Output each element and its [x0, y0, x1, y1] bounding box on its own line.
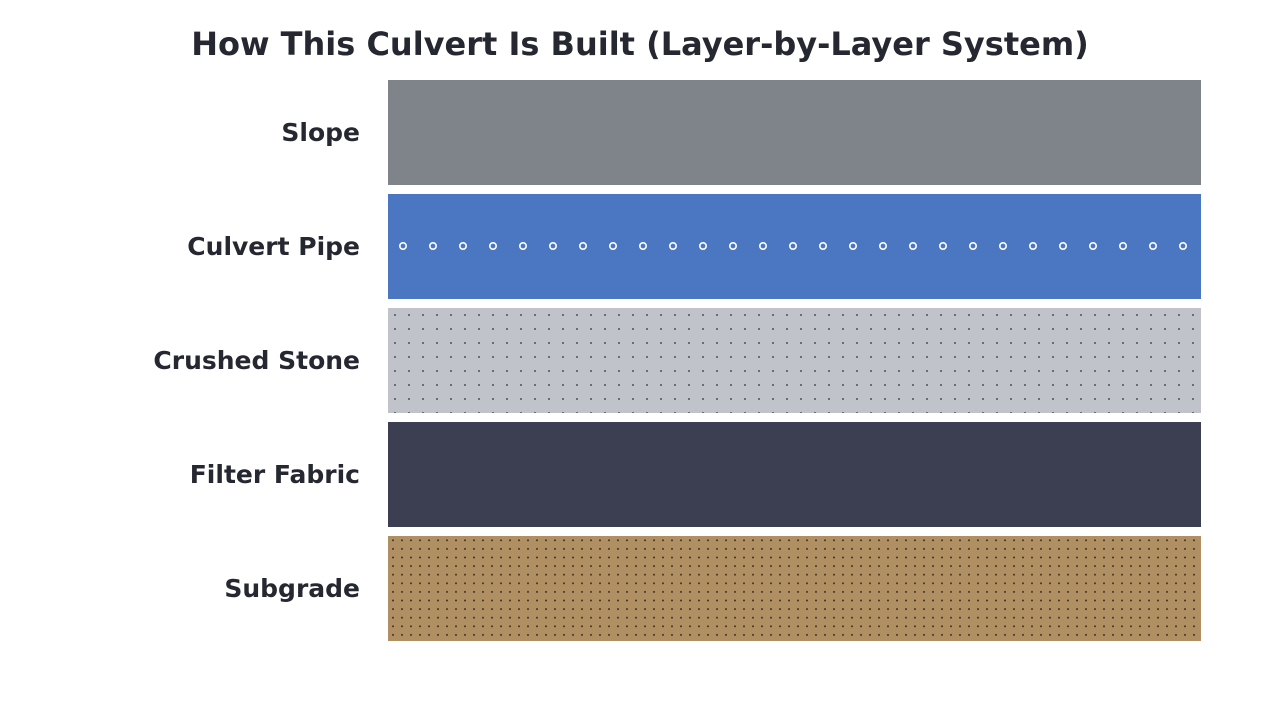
- layer-band-subgrade: [388, 536, 1201, 641]
- layer-band-culvert-pipe: [388, 194, 1201, 299]
- layer-band-filter-fabric: [388, 422, 1201, 527]
- layer-label-filter-fabric: Filter Fabric: [189, 460, 360, 489]
- diagram-title: How This Culvert Is Built (Layer-by-Laye…: [191, 25, 1089, 63]
- layer-fill-filter-fabric: [388, 422, 1201, 527]
- layer-row-filter-fabric: Filter Fabric: [0, 422, 1280, 527]
- layer-label-culvert-pipe: Culvert Pipe: [187, 232, 360, 261]
- layer-row-culvert-pipe: Culvert Pipe: [0, 194, 1280, 299]
- layer-label-subgrade: Subgrade: [224, 574, 360, 603]
- layer-label-crushed-stone: Crushed Stone: [153, 346, 360, 375]
- layer-fill-subgrade: [388, 536, 1201, 641]
- layer-band-slope: [388, 80, 1201, 185]
- layer-fill-slope: [388, 80, 1201, 185]
- layer-band-crushed-stone: [388, 308, 1201, 413]
- layer-row-subgrade: Subgrade: [0, 536, 1280, 641]
- layer-fill-culvert-pipe: [388, 194, 1201, 299]
- layer-texture-subgrade: [388, 536, 1201, 641]
- layer-label-slope: Slope: [281, 118, 360, 147]
- layer-base-slope: [388, 80, 1201, 185]
- layer-texture-crushed-stone: [388, 308, 1201, 413]
- layer-base-filter-fabric: [388, 422, 1201, 527]
- layer-fill-crushed-stone: [388, 308, 1201, 413]
- layer-row-slope: Slope: [0, 80, 1280, 185]
- layer-row-crushed-stone: Crushed Stone: [0, 308, 1280, 413]
- layer-texture-culvert-pipe: [388, 194, 1201, 299]
